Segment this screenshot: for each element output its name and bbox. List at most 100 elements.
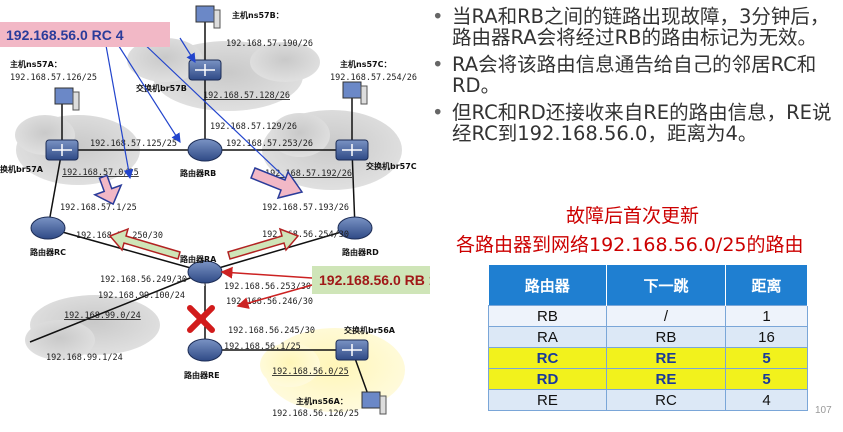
table-row-highlighted: RD RE 5: [488, 368, 808, 390]
callout-top-text: 192.168.56.0 RC 4: [6, 27, 124, 43]
router-badge: ROUTER: [347, 238, 364, 243]
callout-mid: 192.168.56.0 RB 16: [312, 266, 430, 294]
host-ns56a: 主机ns56A： 192.168.56.126/25: [272, 391, 387, 419]
net-label: 192.168.56.245/30: [228, 326, 315, 336]
bullet-text: 当RA和RB之间的链路出现故障，3分钟后，路由器RA会将经过RB的路由标记为无效…: [452, 5, 830, 49]
cell-distance: 16: [725, 326, 808, 348]
host-ns57a-label: 主机ns57A：: [10, 59, 62, 69]
cell-distance: 5: [725, 347, 808, 369]
bullet-item: •RA会将该路由信息通告给自己的邻居RC和RD。: [432, 53, 817, 97]
net-label: 192.168.57.193/26: [262, 203, 349, 213]
host-ns57a: 主机ns57A： 192.168.57.126/25: [10, 59, 97, 111]
page-number: 107: [815, 405, 832, 416]
header-router: 路由器: [488, 265, 607, 306]
net-label: 192.168.56.253/30: [224, 282, 311, 292]
cell-next-hop: RE: [605, 347, 727, 369]
net-label: 192.168.57.128/26: [203, 91, 290, 101]
bullet-item: •但RC和RD还接收来自RE的路由信息，RE说经RC到192.168.56.0，…: [432, 101, 832, 145]
net-label: 192.168.56.254/30: [262, 230, 349, 240]
switch-br57a: 换机br57A: [0, 139, 79, 174]
cell-router: RD: [488, 368, 607, 390]
bullet-text: 但RC和RD还接收来自RE的路由信息，RE说经RC到192.168.56.0，距…: [452, 101, 832, 145]
host-ns57b-addr: 192.168.57.190/26: [226, 39, 313, 49]
cell-router: RE: [488, 389, 607, 411]
header-next-hop: 下一跳: [606, 265, 727, 306]
router-re-bottom-label: 路由器RE: [184, 370, 220, 380]
host-ns57c-addr: 192.168.57.254/26: [330, 73, 417, 83]
router-rd-label: 路由器RD: [342, 247, 379, 257]
net-label: 192.168.57.253/26: [226, 139, 313, 149]
cell-distance: 4: [725, 389, 808, 411]
callout-top: 192.168.56.0 RC 4: [0, 22, 170, 47]
switch-br57c-label: 交换机br57C: [366, 161, 417, 171]
router-rb-top-label: 路由器RB: [180, 168, 216, 178]
switch-br57b: 交换机br57B: [136, 59, 222, 93]
net-label: 192.168.99.100/24: [98, 291, 185, 301]
header-distance: 距离: [725, 265, 808, 306]
router-badge: ROUTER: [197, 282, 214, 287]
caption-line-1: 故障后首次更新: [566, 205, 700, 227]
router-rd: ROUTER 路由器RD: [337, 216, 379, 257]
cell-next-hop: RC: [605, 389, 727, 411]
network-topology-diagram: 主机ns57B： 192.168.57.190/26 主机ns57A： 192.…: [0, 5, 430, 419]
switch-br57c: 交换机br57C: [335, 139, 417, 171]
router-re-bottom: ROUTER 路由器RE: [184, 338, 223, 380]
cell-distance: 1: [725, 305, 808, 327]
advertise-arrow-down-left: [92, 174, 123, 206]
net-label: 192.168.57.0/25: [62, 168, 139, 178]
router-ra: ROUTER 路由器RA: [180, 254, 223, 287]
table-row: RA RB 16: [488, 326, 808, 348]
switch-br56a-label: 交换机br56A: [344, 325, 396, 335]
table-row: RE RC 4: [488, 389, 808, 411]
router-badge: ROUTER: [197, 160, 214, 165]
host-ns56a-label: 主机ns56A：: [296, 396, 348, 406]
table-row-highlighted: RC RE 5: [488, 347, 808, 369]
router-rc: ROUTER 路由器RC: [30, 216, 66, 257]
red-arrows: [220, 266, 313, 309]
net-label: 192.168.57.192/26: [265, 169, 352, 179]
net-label: 192.168.56.0/25: [272, 367, 349, 377]
switch-br56a: 交换机br56A: [335, 325, 396, 361]
bullet-list: •当RA和RB之间的链路出现故障，3分钟后，路由器RA会将经过RB的路由标记为无…: [430, 6, 835, 150]
cell-next-hop: RE: [605, 368, 727, 390]
router-rb-top: ROUTER 路由器RB: [180, 138, 223, 178]
advertise-arrow-to-rd: [227, 227, 300, 260]
bullet-item: •当RA和RB之间的链路出现故障，3分钟后，路由器RA会将经过RB的路由标记为无…: [432, 5, 830, 49]
cell-router: RC: [488, 347, 607, 369]
cell-next-hop: /: [605, 305, 727, 327]
host-ns57b: 主机ns57B： 192.168.57.190/26: [195, 5, 313, 49]
table-row: RB / 1: [488, 305, 808, 327]
routing-table: 路由器 下一跳 距离 RB / 1 RA RB 16 RC RE 5 RD RE…: [488, 265, 808, 411]
caption-line-2: 各路由器到网络192.168.56.0/25的路由: [456, 234, 804, 256]
advertise-arrow-down-right: [250, 167, 304, 200]
callout-mid-text: 192.168.56.0 RB 16: [319, 272, 430, 288]
cloud-56a: [260, 328, 405, 412]
net-label: 192.168.56.246/30: [226, 297, 313, 307]
net-label: 192.168.57.1/25: [60, 203, 137, 213]
router-ra-label: 路由器RA: [180, 254, 217, 264]
host-ns56a-addr: 192.168.56.126/25: [272, 409, 359, 419]
bullet-text: RA会将该路由信息通告给自己的邻居RC和RD。: [452, 53, 817, 97]
link-failure-x-icon: [187, 305, 215, 333]
cell-router: RB: [488, 305, 607, 327]
net-label: 192.168.57.129/26: [210, 122, 297, 132]
switch-br57a-label: 换机br57A: [0, 164, 44, 174]
table-header-row: 路由器 下一跳 距离: [488, 265, 808, 306]
cell-next-hop: RB: [605, 326, 727, 348]
cell-router: RA: [488, 326, 607, 348]
net-label: 192.168.56.249/30: [100, 275, 187, 285]
cloud-99: [25, 295, 160, 360]
router-rc-label: 路由器RC: [30, 247, 66, 257]
host-ns57a-addr: 192.168.57.126/25: [10, 73, 97, 83]
host-ns57b-label: 主机ns57B：: [232, 10, 284, 20]
host-ns57c: 主机ns57C： 192.168.57.254/26: [330, 59, 417, 105]
net-label: 192.168.99.1/24: [46, 353, 123, 363]
net-label: 192.168.56.1/25: [224, 342, 301, 352]
host-ns57c-label: 主机ns57C：: [340, 59, 391, 69]
net-label: 192.168.57.125/25: [90, 139, 177, 149]
net-label: 192.168.99.0/24: [64, 311, 141, 321]
switch-br57b-label: 交换机br57B: [136, 83, 187, 93]
cell-distance: 5: [725, 368, 808, 390]
router-badge: ROUTER: [40, 238, 57, 243]
advertise-arrow-to-rc: [108, 227, 181, 260]
